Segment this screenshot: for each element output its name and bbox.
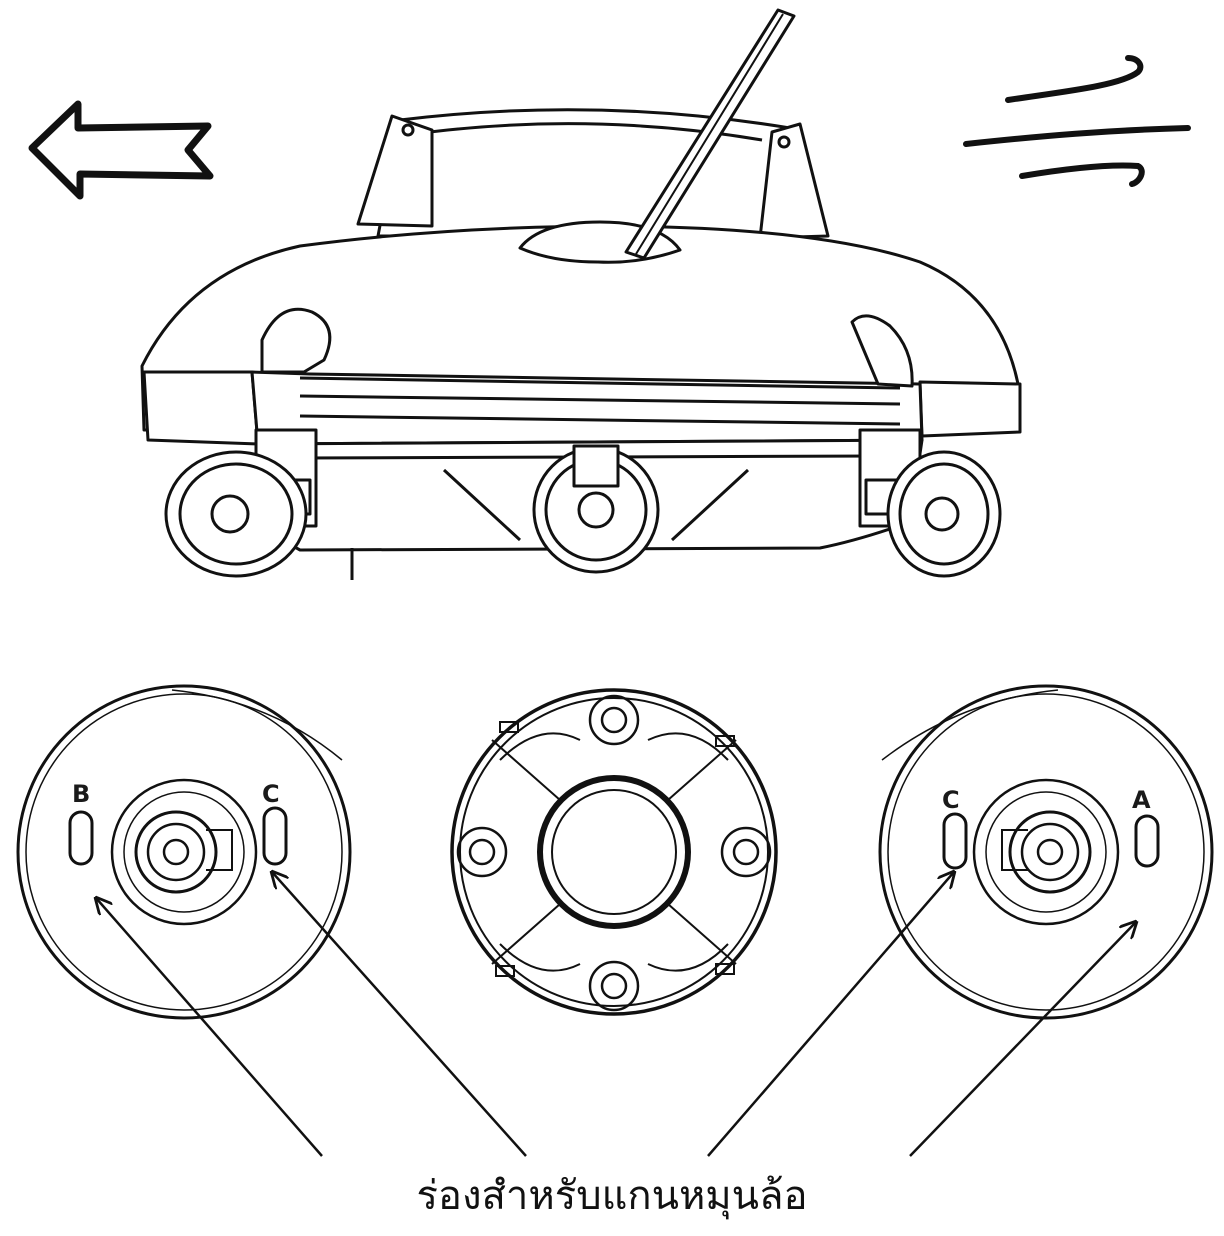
pointer-arrow-c-right [707, 872, 954, 1157]
label-right-inner: C [942, 786, 960, 814]
pointer-arrow-b [96, 898, 323, 1157]
pointer-arrows [96, 872, 1136, 1157]
label-left-outer: B [72, 780, 90, 808]
handle-pole [624, 8, 796, 260]
wheel-right [878, 684, 1214, 1020]
pointer-arrow-a [909, 922, 1136, 1157]
front-wheel-left [164, 450, 308, 578]
front-wheel-center [532, 444, 660, 574]
speed-lines-icon [963, 55, 1191, 187]
arrow-left-icon [28, 100, 214, 200]
front-wheel-right [886, 450, 1002, 578]
wheel-left [16, 684, 352, 1020]
pointer-arrow-c-left [272, 872, 527, 1157]
robot-cleaner-front-view [140, 108, 1022, 580]
center-hub [450, 688, 778, 1016]
caption: ร่องสำหรับแกนหมุนล้อ [416, 1173, 808, 1219]
label-left-inner: C [262, 780, 280, 808]
label-right-outer: A [1132, 786, 1151, 814]
